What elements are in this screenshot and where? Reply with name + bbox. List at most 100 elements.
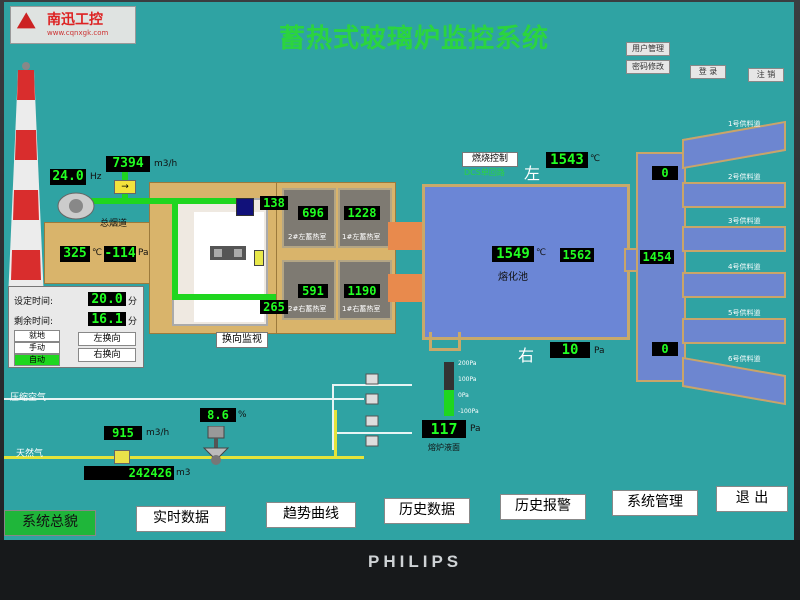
monitor-base: PHILIPS xyxy=(0,540,800,600)
compressed-air-line xyxy=(4,398,364,400)
t696-readout: 696 xyxy=(298,206,328,220)
scale-200: 200Pa xyxy=(458,360,477,367)
feed-top-readout: 0 xyxy=(652,166,678,180)
reverse-core xyxy=(194,212,264,322)
t138-readout: 138 xyxy=(260,196,288,210)
logout-button[interactable]: 注 销 xyxy=(748,68,784,82)
nav-realtime[interactable]: 实时数据 xyxy=(136,506,226,532)
melting-pool xyxy=(422,184,630,340)
left-reverse-button[interactable]: 左换向 xyxy=(78,332,136,346)
air-pipe-bottom xyxy=(172,294,282,300)
feeder-2 xyxy=(682,182,786,208)
scale-m100: -100Pa xyxy=(458,408,479,415)
t591-readout: 591 xyxy=(298,284,328,298)
natural-gas-label: 天然气 xyxy=(16,449,44,459)
melter-temp-readout: 1454 xyxy=(640,250,674,264)
feeder-5 xyxy=(682,318,786,344)
t1190-readout: 1190 xyxy=(344,284,380,298)
login-button[interactable]: 登 录 xyxy=(690,65,726,79)
set-time-label: 设定时间: xyxy=(14,297,54,307)
pool-temp-unit: ℃ xyxy=(536,248,547,258)
left-temp-unit: ℃ xyxy=(590,154,601,164)
dcs-label: DCS单回路 xyxy=(464,168,505,177)
indicator-lamp xyxy=(254,250,264,266)
pool-label: 熔化池 xyxy=(498,272,528,283)
gas-flow-readout: 915 xyxy=(104,426,142,440)
arrow-right-icon: → xyxy=(114,180,136,194)
user-mgmt-button[interactable]: 用户管理 xyxy=(626,42,670,56)
regen-left1-label: 1#左蓄热室 xyxy=(342,233,381,241)
feed-bottom-readout: 0 xyxy=(652,342,678,356)
reverse-monitor-button[interactable]: 换向监视 xyxy=(216,332,268,348)
main-flue-label: 总烟道 xyxy=(100,219,128,229)
regen-right2-label: 2#右蓄热室 xyxy=(288,305,327,313)
remain-time-readout: 16.1 xyxy=(88,312,126,327)
feeder-label-4: 4号供料道 xyxy=(728,263,761,271)
feeder-label-5: 5号供料道 xyxy=(728,309,761,317)
company-logo: ⛰ 南迅工控 www.cqnxgk.com xyxy=(10,6,136,44)
hmi-screen: ⛰ 南迅工控 www.cqnxgk.com 蓄热式玻璃炉监控系统 用户管理 密码… xyxy=(4,2,794,540)
t1228-readout: 1228 xyxy=(344,206,380,220)
password-button[interactable]: 密码修改 xyxy=(626,60,670,74)
remain-time-unit: 分 xyxy=(128,317,138,327)
compressed-air-label: 压缩空气 xyxy=(10,393,47,403)
pit-pressure-readout: 117 xyxy=(422,420,466,438)
left-temp-readout: 1543 xyxy=(546,152,588,168)
air-pipe-top xyxy=(84,198,254,204)
monitor-brand: PHILIPS xyxy=(368,552,463,571)
gas-riser xyxy=(334,410,337,458)
pool-temp-readout: 1549 xyxy=(492,246,534,262)
damper-icon xyxy=(210,246,246,260)
top-flow-readout: 7394 xyxy=(106,156,150,172)
t265-readout: 265 xyxy=(260,300,288,314)
flue-pressure-unit: Pa xyxy=(138,248,149,258)
fan-icon[interactable] xyxy=(56,190,96,222)
flue-pressure-readout: -114 xyxy=(104,246,136,262)
left-label: 左 xyxy=(524,164,541,183)
chimney-icon xyxy=(8,62,44,300)
feeder-label-1: 1号供料道 xyxy=(728,120,761,128)
top-flow-unit: m3/h xyxy=(154,159,178,169)
feeder-3 xyxy=(682,226,786,252)
nav-alarm[interactable]: 历史报警 xyxy=(500,494,586,520)
flue-temp-readout: 325 xyxy=(60,246,90,262)
pit-level-label: 熔炉液面 xyxy=(428,443,460,452)
nav-overview[interactable]: 系统总貌 xyxy=(4,510,96,536)
flue-temp-unit: ℃ xyxy=(92,248,103,258)
nav-trend[interactable]: 趋势曲线 xyxy=(266,502,356,528)
air-riser xyxy=(332,384,334,450)
nav-exit[interactable]: 退 出 xyxy=(716,486,788,512)
feeder-4 xyxy=(682,272,786,298)
freq-unit: Hz xyxy=(90,172,102,182)
mode-local-button[interactable]: 就地 xyxy=(14,330,60,342)
air-valves-icon[interactable] xyxy=(364,372,380,452)
pit-gauge-fill xyxy=(444,390,454,416)
valve-pct-unit: % xyxy=(238,410,247,420)
nav-history[interactable]: 历史数据 xyxy=(384,498,470,524)
nav-sysmgmt[interactable]: 系统管理 xyxy=(612,490,698,516)
right-pressure-unit: Pa xyxy=(594,346,605,356)
gas-total-unit: m3 xyxy=(176,468,191,478)
set-time-unit: 分 xyxy=(128,297,138,307)
air-valve[interactable] xyxy=(236,198,254,216)
mode-manual-button[interactable]: 手动 xyxy=(14,342,60,354)
freq-readout: 24.0 xyxy=(50,169,86,185)
logo-url: www.cqnxgk.com xyxy=(47,29,109,37)
set-time-readout: 20.0 xyxy=(88,292,126,307)
gas-meter-icon xyxy=(114,450,130,464)
mode-auto-button[interactable]: 自动 xyxy=(14,354,60,366)
right-reverse-button[interactable]: 右换向 xyxy=(78,348,136,362)
feeder-label-6: 6号供料道 xyxy=(728,355,761,363)
pit-gauge xyxy=(444,362,454,416)
regen-left2-label: 2#左蓄热室 xyxy=(288,233,327,241)
logo-company: 南迅工控 xyxy=(47,12,103,28)
right-pressure-readout: 10 xyxy=(550,342,590,358)
feeder-label-3: 3号供料道 xyxy=(728,217,761,225)
right-label: 右 xyxy=(518,346,535,365)
scale-0: 0Pa xyxy=(458,392,469,399)
combustion-control-button[interactable]: 燃烧控制 xyxy=(462,152,518,167)
gas-flow-unit: m3/h xyxy=(146,428,170,438)
scale-100: 100Pa xyxy=(458,376,477,383)
pool-r-readout: 1562 xyxy=(560,248,594,262)
control-valve-icon[interactable] xyxy=(202,426,230,466)
